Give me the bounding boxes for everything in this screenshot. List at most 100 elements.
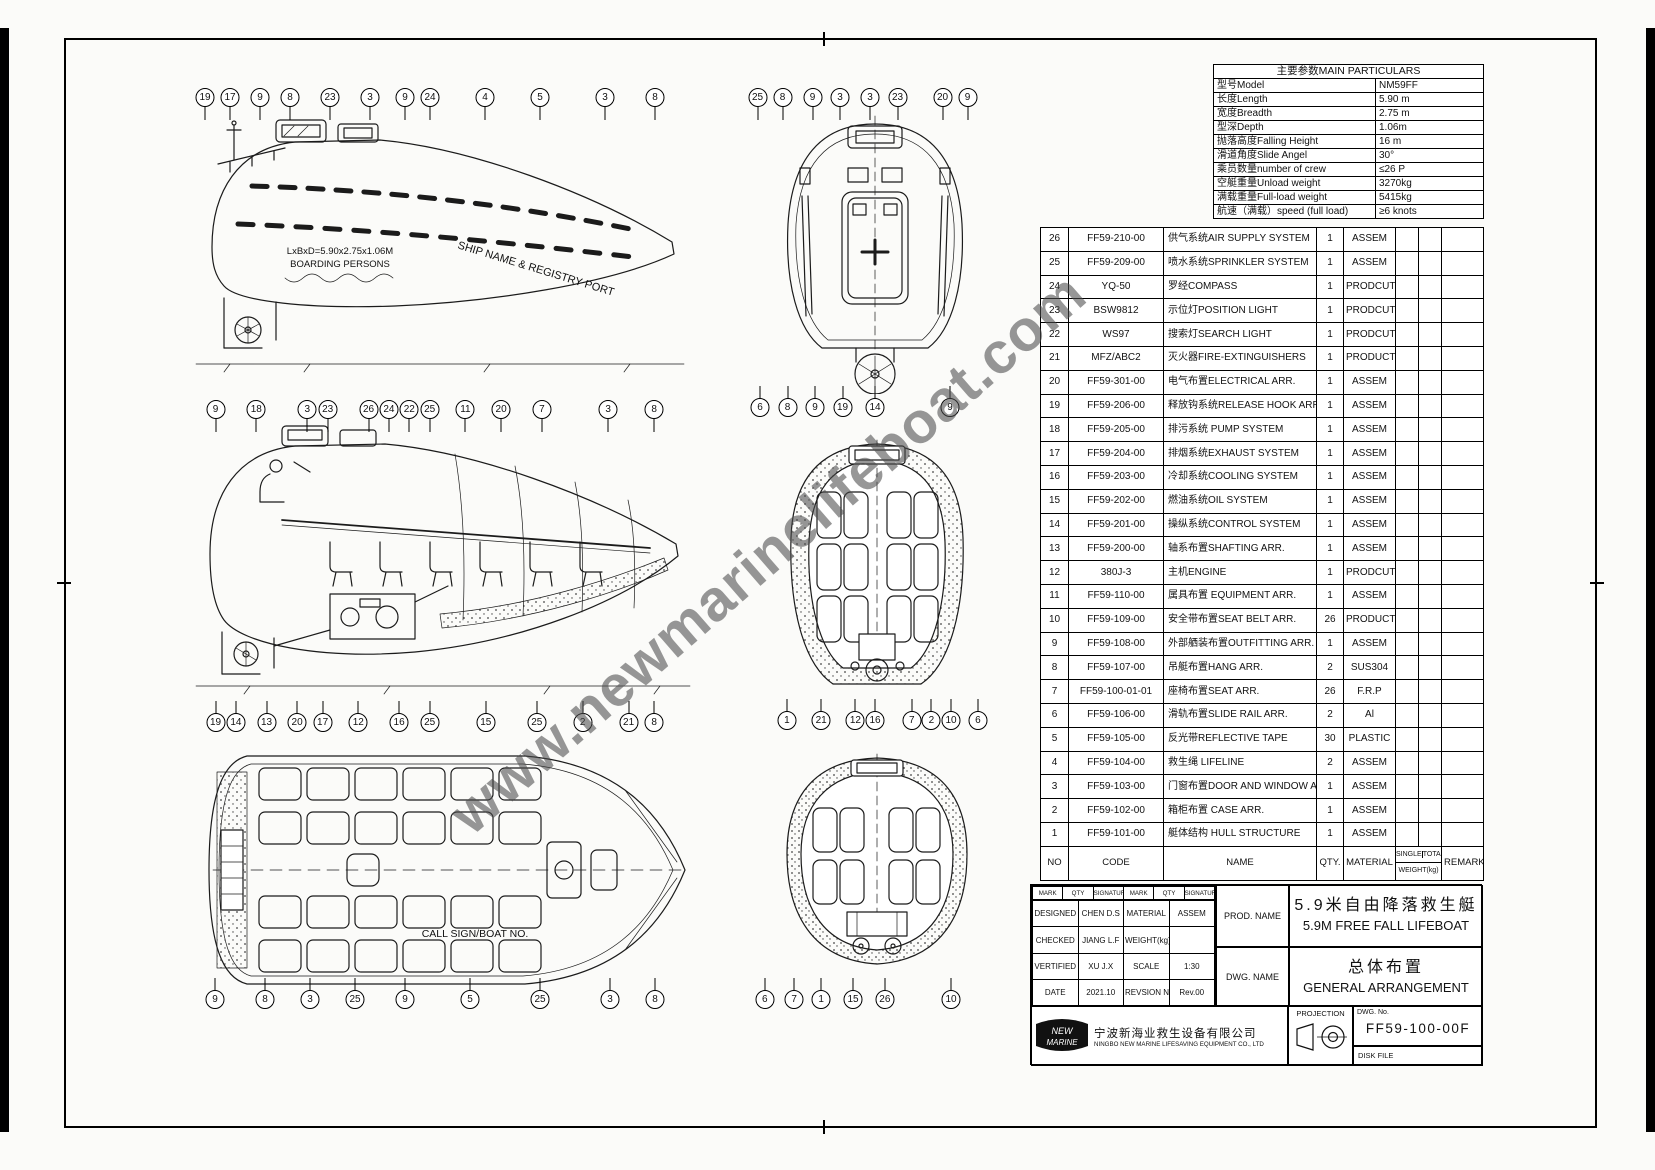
seat-grid [258,767,542,973]
aisle-hatch [346,853,380,887]
roof-hatch [848,445,906,465]
cell-name: 箱柜布置 CASE ARR. [1163,798,1317,823]
cell-no: 3 [1040,774,1069,800]
cell-1: XU J.X [1077,952,1124,981]
cell-label: 乘员数量number of crew [1213,162,1376,177]
projection-label: PROJECTION [1296,1009,1345,1018]
cell-code: FF59-201-00 [1068,512,1164,538]
cell-single [1395,607,1419,633]
cell-code: FF59-102-00 [1068,798,1164,823]
cell-code: FF59-301-00 [1068,369,1164,395]
balloon-callout: 25 [345,978,365,1009]
cell-material: PRODCUT [1343,560,1396,585]
cell-label: 滑道角度Slide Angel [1213,148,1376,163]
cell-no: 13 [1040,536,1069,562]
company-logo: NEW MARINE [1036,1019,1088,1051]
balloon-callout: 3 [598,400,618,432]
cell-remark [1441,774,1484,800]
cell-2: MATERIAL [1123,899,1170,928]
cell-qty: 1 [1316,227,1344,252]
hull-outline [208,755,686,985]
cell-qty: 26 [1316,607,1344,633]
bom-header-total: TOTAL [1422,851,1441,859]
cell-code: FF59-100-01-01 [1068,679,1164,704]
cell-3: Rev.00 [1168,979,1215,1005]
dwg-no-value: FF59-100-00F [1365,1021,1471,1036]
slide-rail [281,519,651,554]
balloon-callout: 15 [476,701,496,732]
cell-total [1418,583,1442,609]
bow-lines [624,789,678,951]
cell-total [1418,750,1442,776]
cell-code: FF59-101-00 [1068,821,1164,847]
projection-symbol-icon [1295,1023,1347,1051]
balloon-callout: 19 [833,386,852,417]
ground-line [195,363,685,373]
cell-no: 23 [1040,298,1069,324]
balloon-callout: 3 [830,88,850,120]
cell-single [1395,345,1419,371]
cell-label: 空艇重量Unload weight [1213,176,1376,191]
disk-file-cell: DISK FILE [1353,1046,1483,1066]
balloon-callout: 7 [532,400,552,432]
cell-total [1418,227,1442,252]
balloon-callout: 10 [941,978,961,1009]
cell-name: 示位灯POSITION LIGHT [1163,298,1317,324]
cell-1: JIANG L.F [1077,926,1124,954]
cell-no: 10 [1040,607,1069,633]
cell-total [1418,560,1442,585]
balloon-callout: 2 [921,699,941,730]
cell-qty: 1 [1316,512,1344,538]
cell-1: CHEN D.S [1077,899,1124,928]
balloon-callout: 19 [195,88,215,120]
dwg-name-cn: 总体布置 [1347,959,1424,976]
cell-code: FF59-206-00 [1068,393,1164,419]
cell-value: 2.75 m [1375,106,1484,121]
title-block: MARK QTY SIGNATURE MARK QTY SIGNATURE DE… [1030,884,1483,1066]
balloon-callout: 7 [784,978,804,1009]
bom-header-weight-unit: WEIGHT(kg) [1398,867,1439,875]
cell-name: 供气系统AIR SUPPLY SYSTEM [1163,227,1317,252]
call-sign-label: CALL SIGN/BOAT NO. [422,928,529,940]
balloon-callout: 3 [360,88,380,120]
cell-single [1395,227,1419,252]
cell-remark [1441,274,1484,300]
cell-2: REVSION NO. [1123,979,1170,1005]
cell-no: 1 [1040,821,1069,847]
frame-center-tick-top [823,32,825,46]
balloon-callout: 9 [958,88,977,120]
cell-value: 3270kg [1375,176,1484,191]
cell-2: WEIGHT(kg) [1123,926,1170,954]
cell-code: FF59-103-00 [1068,774,1164,800]
cell-qty: 1 [1316,322,1344,347]
cell-name: 艇体结构 HULL STRUCTURE [1163,821,1317,847]
cell-total [1418,488,1442,514]
cell-name: 搜索灯SEARCH LIGHT [1163,322,1317,347]
balloon-callout: 8 [773,88,792,120]
cell-remark [1441,345,1484,371]
balloon-callout: 24 [379,400,399,432]
cell-no: 2 [1040,798,1069,823]
balloon-callout: 26 [359,400,378,432]
cell-no: 9 [1040,631,1069,657]
balloon-callout: 17 [220,88,240,120]
particulars-title-row: 主要参数MAIN PARTICULARS [1213,64,1484,79]
cell-qty: 1 [1316,798,1344,823]
cell-0: DATE [1032,979,1079,1005]
hull-outline [211,139,675,308]
roof-hatch [275,119,379,143]
cell-single [1395,821,1419,847]
